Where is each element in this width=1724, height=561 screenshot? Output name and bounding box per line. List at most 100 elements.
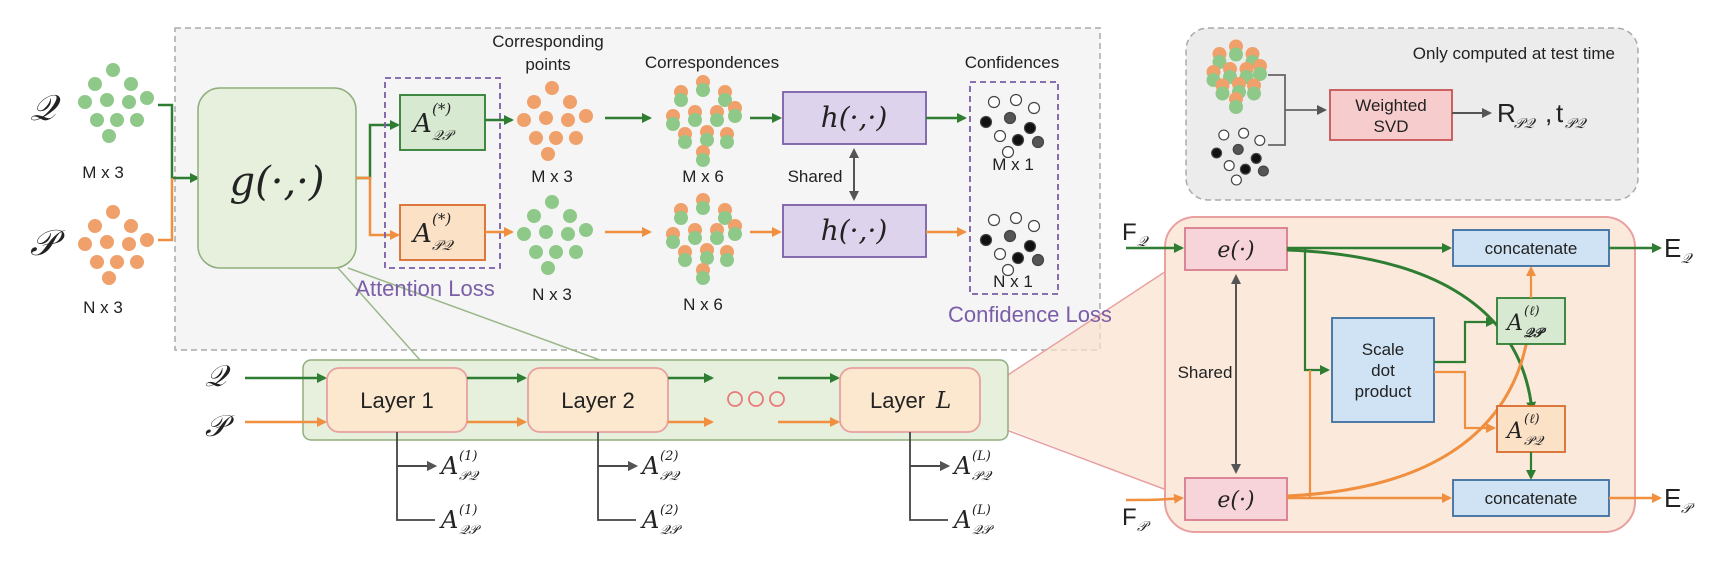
- point-dot: [545, 81, 559, 95]
- concatenate-label-bottom: concatenate: [1485, 489, 1578, 508]
- A-PQ-l-letter: A: [1505, 419, 1523, 444]
- layer-L-label: Layer: [870, 388, 925, 413]
- point-dot: [130, 255, 144, 269]
- layer-attention-sub: 𝒫𝒬: [660, 469, 681, 484]
- layer-attention-sup: (2): [660, 449, 678, 464]
- confidence-dot: [993, 247, 1007, 261]
- attention-loss-box: [384, 77, 501, 269]
- layer-attention-sup: (1): [459, 449, 477, 464]
- svd-output-R-sub: 𝒫𝒬: [1514, 116, 1536, 132]
- confidence-dot: [1011, 133, 1025, 147]
- point-dot: [579, 109, 593, 123]
- point-dot: [527, 95, 541, 109]
- point-dot: [517, 227, 531, 241]
- confidence-dot: [1011, 251, 1025, 265]
- correspondence-dot-bottom: [666, 117, 680, 131]
- correspondence-dot-bottom: [728, 109, 742, 123]
- point-dot: [78, 95, 92, 109]
- point-dot: [539, 111, 553, 125]
- confidence-dot: [1003, 229, 1017, 243]
- confidence-dot: [1239, 163, 1251, 175]
- M-x3-mid: M x 3: [531, 167, 573, 186]
- F-Q-label: F: [1122, 219, 1137, 246]
- h-function-box-bottom: [782, 204, 927, 258]
- point-dot: [517, 113, 531, 127]
- correspondences-M: [666, 75, 742, 167]
- point-dot: [569, 245, 583, 259]
- A-PQ-star-sup: (*): [432, 210, 451, 228]
- scale-label-1: Scale: [1362, 340, 1405, 359]
- A-PQ-l-box: [1496, 405, 1566, 453]
- A-PQ-star-sub: 𝒫𝒬: [432, 238, 454, 254]
- point-dot: [88, 219, 102, 233]
- A-QP-star-sup: (*): [432, 100, 451, 118]
- M-x1-label: M x 1: [992, 155, 1034, 174]
- Q-point-cloud: [78, 63, 154, 143]
- corresponding-points-M: [517, 81, 593, 161]
- correspondence-dot-bottom: [1215, 86, 1230, 101]
- A-QP-star-box: [399, 94, 486, 151]
- svd-output-t: t: [1556, 98, 1564, 128]
- correspondence-dot-bottom: [720, 135, 734, 149]
- A-QP-star-sub: 𝒬𝒫: [432, 128, 456, 144]
- layer-attention-sup: (2): [660, 503, 678, 518]
- point-dot: [90, 255, 104, 269]
- correspondence-dot-bottom: [666, 235, 680, 249]
- confidence-dot: [1009, 211, 1023, 225]
- confidence-dot: [1023, 121, 1037, 135]
- E-Q-label: E: [1664, 233, 1681, 263]
- point-dot: [122, 95, 136, 109]
- point-dot: [88, 77, 102, 91]
- confidence-dot: [993, 129, 1007, 143]
- N-x3-mid: N x 3: [532, 285, 572, 304]
- F-P-label: F: [1122, 504, 1137, 531]
- scale-label-3: product: [1355, 382, 1412, 401]
- correspondences-heading: Correspondences: [645, 53, 779, 72]
- weighted-svd-label-2: SVD: [1374, 117, 1409, 136]
- ellipsis-dot-1: [727, 391, 743, 407]
- svd-merge-lines: [1268, 74, 1325, 146]
- point-dot: [541, 147, 555, 161]
- confidence-loss-label: Confidence Loss: [948, 302, 1112, 327]
- point-dot: [527, 209, 541, 223]
- correspondence-dot-bottom: [688, 231, 702, 245]
- confidence-dot: [979, 233, 993, 247]
- layer-attention-sub: 𝒬𝒫: [459, 523, 481, 538]
- F-Q-sub: 𝒬: [1137, 234, 1149, 250]
- point-dot: [579, 223, 593, 237]
- confidence-dot: [1001, 145, 1015, 159]
- e-shared-label: Shared: [1178, 363, 1233, 382]
- confidences-heading: Confidences: [965, 53, 1060, 72]
- correspondence-dot-bottom: [678, 135, 692, 149]
- correspondence-dot-bottom: [710, 231, 724, 245]
- svd-output-comma: ,: [1545, 98, 1552, 128]
- confidence-dot: [1250, 152, 1262, 164]
- point-dot: [102, 129, 116, 143]
- point-dot: [541, 261, 555, 275]
- correspondence-dot-bottom: [718, 93, 732, 107]
- M-x6-label: M x 6: [682, 167, 724, 186]
- point-dot: [545, 195, 559, 209]
- point-dot: [549, 131, 563, 145]
- correspondence-dot-bottom: [696, 83, 710, 97]
- A-PQ-star-box: [399, 204, 486, 261]
- point-dot: [561, 113, 575, 127]
- g-to-APQ-arrow: [356, 176, 400, 240]
- weighted-svd-box: [1329, 89, 1453, 141]
- confidence-loss-box: [969, 81, 1059, 295]
- point-dot: [100, 235, 114, 249]
- confidences-N: [979, 211, 1045, 277]
- layer-1-label: Layer 1: [360, 388, 433, 413]
- correspondence-dot-bottom: [1247, 86, 1261, 101]
- P-to-g-arrow: [158, 178, 174, 242]
- e-function-box-top: [1184, 227, 1288, 271]
- layer-attention-sup: (1): [459, 503, 477, 518]
- layer-attention-letter: A: [640, 506, 659, 534]
- concatenate-box-top: [1452, 229, 1610, 267]
- F-P-sub: 𝒫: [1137, 519, 1151, 535]
- correspondence-dot-bottom: [700, 251, 714, 265]
- point-dot: [529, 245, 543, 259]
- ellipsis-dot-2: [748, 391, 764, 407]
